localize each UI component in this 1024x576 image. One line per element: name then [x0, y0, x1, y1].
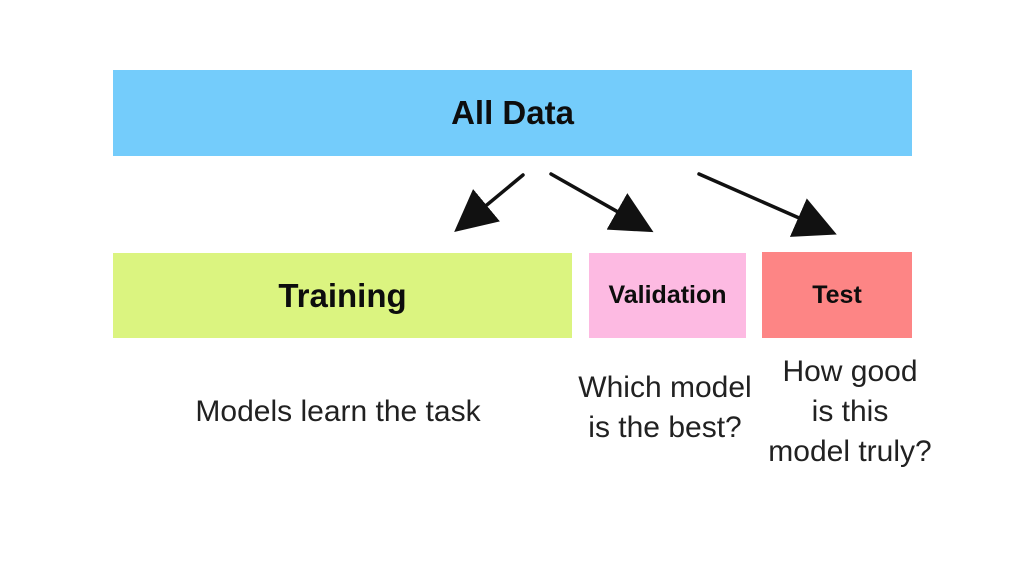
test-label: Test [812, 280, 862, 309]
test-description-line: is this [811, 395, 889, 428]
arrow-to-validation [549, 172, 654, 233]
training-description-line: Models learn the task [195, 395, 481, 428]
training-description: Models learn the task [108, 392, 568, 432]
all-data-label: All Data [451, 94, 574, 131]
test-description-line: model truly? [768, 435, 932, 468]
test-description: How good is this model truly? [745, 352, 955, 472]
training-box: Training [113, 253, 572, 338]
test-description-line: How good [782, 355, 918, 388]
test-box: Test [762, 252, 912, 338]
validation-label: Validation [608, 281, 727, 309]
validation-description-line: Which model [578, 371, 752, 404]
arrow-to-training [454, 173, 525, 233]
all-data-box: All Data [113, 70, 912, 156]
validation-description-line: is the best? [588, 411, 742, 444]
validation-description: Which model is the best? [545, 368, 785, 448]
arrow-to-test [697, 172, 837, 237]
training-label: Training [278, 276, 407, 314]
validation-box: Validation [589, 253, 746, 338]
